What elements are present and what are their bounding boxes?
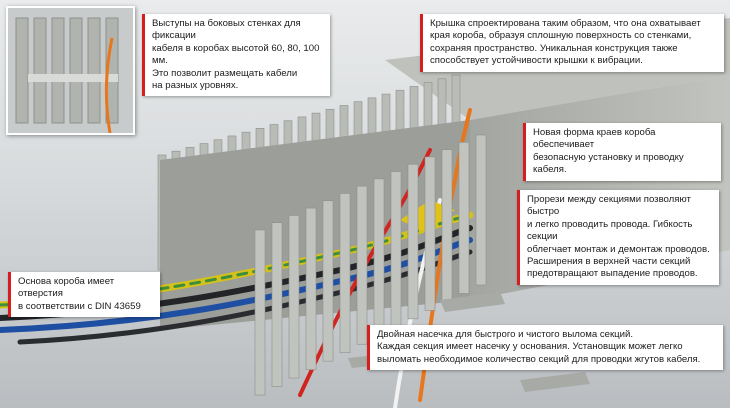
callout-side-wall-tabs-text: Выступы на боковых стенках для фиксации …: [152, 18, 320, 92]
callout-edge-shape: Новая форма краев короба обеспечивает бе…: [523, 123, 721, 181]
duct-finger: [441, 149, 453, 303]
callout-double-notch-text: Двойная насечка для быстрого и чистого в…: [377, 329, 701, 365]
duct-front-wall: [254, 134, 487, 396]
duct-finger: [254, 229, 266, 396]
duct-finger: [322, 200, 334, 362]
callout-base-holes-text: Основа короба имеет отверстия в соответс…: [18, 276, 141, 312]
duct-finger: [424, 156, 436, 311]
callout-double-notch: Двойная насечка для быстрого и чистого в…: [367, 325, 723, 371]
duct-finger: [339, 193, 351, 353]
duct-finger: [305, 207, 317, 370]
duct-finger: [288, 215, 300, 379]
callout-side-wall-tabs: Выступы на боковых стенках для фиксации …: [142, 14, 330, 97]
duct-finger: [475, 134, 487, 286]
duct-closeup-icon: [8, 8, 133, 133]
callout-base-holes: Основа короба имеет отверстия в соответс…: [8, 272, 160, 318]
duct-finger: [356, 185, 368, 345]
callout-slots-text: Прорези между секциями позволяют быстро …: [527, 194, 710, 280]
duct-finger: [373, 178, 385, 337]
duct-finger: [407, 163, 419, 320]
duct-finger: [271, 222, 283, 387]
callout-cover-design-text: Крышка спроектирована таким образом, что…: [430, 18, 701, 67]
closeup-inset: [6, 6, 135, 135]
callout-slots: Прорези между секциями позволяют быстро …: [517, 190, 719, 285]
callout-edge-shape-text: Новая форма краев короба обеспечивает бе…: [533, 127, 684, 176]
duct-finger: [390, 171, 402, 328]
callout-cover-design: Крышка спроектирована таким образом, что…: [420, 14, 724, 72]
duct-finger: [458, 142, 470, 294]
